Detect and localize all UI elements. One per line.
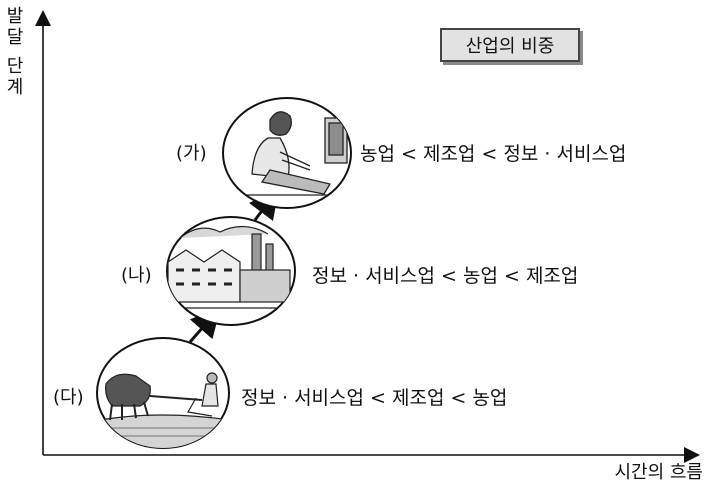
x-axis-label: 시간의 흐름 [614,462,703,483]
office-worker-illustration [222,97,352,209]
axes [35,10,700,463]
farming-illustration [96,337,230,449]
y-axis-label: 발달 단계 [4,6,26,98]
y-axis-label-line2: 단계 [6,56,24,98]
factory-illustration [166,216,296,326]
y-axis-label-line1: 발달 [6,6,24,48]
stage-ratio-na: 정보 · 서비스업 < 농업 < 제조업 [312,265,579,287]
stage-ratio-da: 정보 · 서비스업 < 제조업 < 농업 [241,387,508,409]
stage-label-na: (나) [121,265,152,286]
title-box: 산업의 비중 [440,28,580,62]
stage-label-ga: (가) [176,143,207,164]
stage-ratio-ga: 농업 < 제조업 < 정보 · 서비스업 [360,143,627,165]
title-text: 산업의 비중 [465,36,555,57]
stage-label-da: (다) [53,387,84,408]
